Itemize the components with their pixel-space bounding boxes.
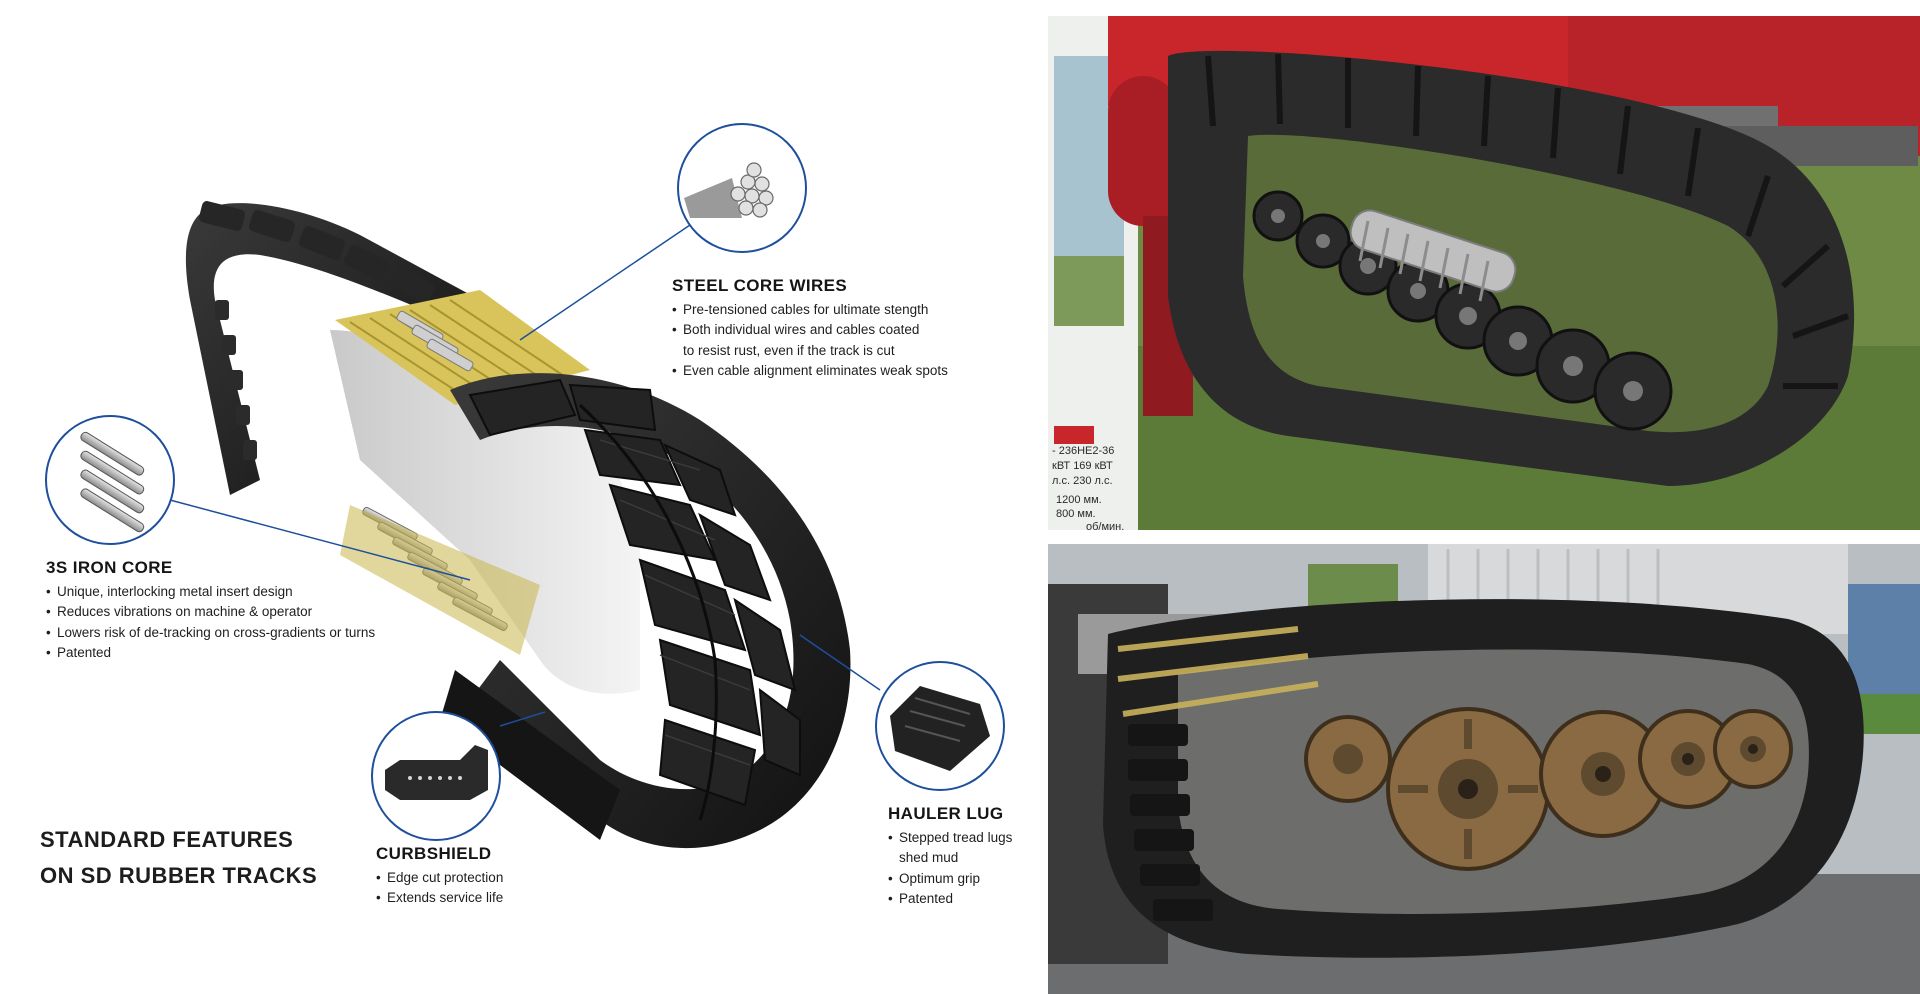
headline-line-2: ON SD RUBBER TRACKS xyxy=(40,863,318,888)
photo-top-illustration xyxy=(1048,16,1920,530)
steel-core-bullets: Pre-tensioned cables for ultimate stengt… xyxy=(672,300,948,382)
iron-core-title: 3S IRON CORE xyxy=(46,558,173,577)
curbshield-edge xyxy=(440,670,620,840)
bullet: Patented xyxy=(888,889,1012,910)
sign-line-5: 800 мм. xyxy=(1056,508,1096,520)
curbshield-title: CURBSHIELD xyxy=(376,844,492,863)
hauler-lug-title: HAULER LUG xyxy=(888,804,1004,823)
bullet: Even cable alignment eliminates weak spo… xyxy=(672,361,948,382)
sign-line-6: об/мин. xyxy=(1086,521,1125,530)
iron-core-callout-circle xyxy=(45,415,175,545)
iron-core-feature: 3S IRON CORE Unique, interlocking metal … xyxy=(46,558,375,664)
steel-core-title: STEEL CORE WIRES xyxy=(672,276,848,295)
callout-lines xyxy=(169,224,881,727)
bullet: Extends service life xyxy=(376,888,503,909)
curbshield-feature: CURBSHIELD Edge cut protection Extends s… xyxy=(376,844,503,909)
bullet: Patented xyxy=(46,643,375,664)
bullet: Optimum grip xyxy=(888,869,1012,890)
hauler-lug-bullets: Stepped tread lugs shed mud Optimum grip… xyxy=(888,828,1012,910)
sign-line-2: кВТ 169 кВТ xyxy=(1052,460,1113,472)
bullet: Unique, interlocking metal insert design xyxy=(46,582,375,603)
bullet: Both individual wires and cables coated xyxy=(672,320,948,341)
track-loop-front xyxy=(450,373,851,849)
rubber-track-infographic: STEEL CORE WIRES Pre-tensioned cables fo… xyxy=(0,0,1040,994)
curbshield-bullets: Edge cut protection Extends service life xyxy=(376,868,503,909)
iron-core-bullets: Unique, interlocking metal insert design… xyxy=(46,582,375,664)
steel-core-callout-circle xyxy=(677,123,807,253)
track-cutaway-illustration xyxy=(45,123,1005,849)
steel-core-feature: STEEL CORE WIRES Pre-tensioned cables fo… xyxy=(672,276,948,382)
bullet: Edge cut protection xyxy=(376,868,503,889)
sign-line-3: л.с. 230 л.с. xyxy=(1052,475,1113,487)
headline-line-1: STANDARD FEATURES xyxy=(40,827,294,852)
bullet-continuation: to resist rust, even if the track is cut xyxy=(683,342,895,358)
photo-red-tracked-machine: - 236HE2-36 кВТ 169 кВТ л.с. 230 л.с. 12… xyxy=(1048,16,1920,530)
bullet: Stepped tread lugs xyxy=(888,828,1012,849)
bullet: Lowers risk of de-tracking on cross-grad… xyxy=(46,623,375,644)
hauler-lug-feature: HAULER LUG Stepped tread lugs shed mud O… xyxy=(888,804,1012,910)
sign-line-1: - 236HE2-36 xyxy=(1052,445,1115,457)
iron-core-aramid xyxy=(340,505,540,655)
bullet: Pre-tensioned cables for ultimate stengt… xyxy=(672,300,948,321)
headline: STANDARD FEATURES ON SD RUBBER TRACKS xyxy=(40,822,317,894)
bullet: Reduces vibrations on machine & operator xyxy=(46,602,375,623)
sign-line-4: 1200 мм. xyxy=(1056,494,1102,506)
track-loop-back xyxy=(185,201,480,496)
photo-track-undercarriage xyxy=(1048,544,1920,994)
hauler-lug-callout-circle xyxy=(875,661,1005,791)
curbshield-callout-circle xyxy=(371,711,501,841)
photo-bottom-illustration xyxy=(1048,544,1920,994)
bullet-continuation: shed mud xyxy=(899,850,959,865)
